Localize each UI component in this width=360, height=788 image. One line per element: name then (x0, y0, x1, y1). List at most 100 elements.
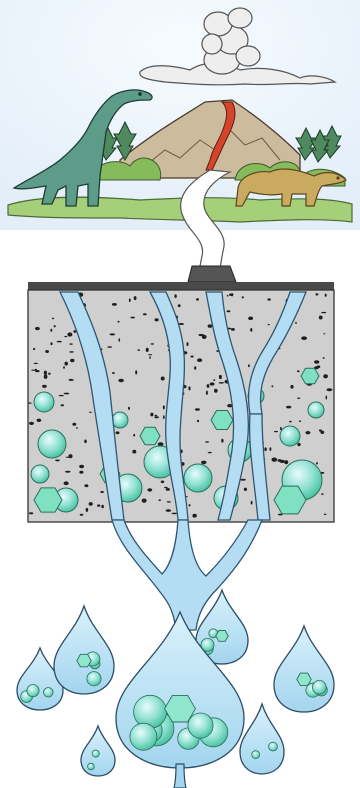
rock-speck (229, 294, 233, 296)
rock-speck (242, 296, 244, 298)
crystal-bubble (34, 392, 54, 412)
rock-speck (297, 443, 300, 447)
water-drop (240, 704, 284, 774)
rock-speck (59, 395, 64, 396)
rock-speck (65, 362, 68, 366)
rock-speck (248, 364, 250, 367)
rock-speck (69, 379, 74, 381)
rock-speck (110, 333, 115, 335)
rock-speck (164, 487, 168, 488)
rock-speck (44, 375, 48, 379)
rock-speck (117, 321, 119, 323)
rock-speck (72, 423, 76, 426)
rock-speck (321, 493, 324, 495)
rock-speck (116, 431, 120, 434)
rock-speck (143, 313, 147, 315)
rock-speck (70, 359, 74, 362)
rock-speck (89, 502, 93, 506)
rock-speck (201, 461, 207, 465)
rock-speck (268, 324, 270, 325)
rock-speck (84, 484, 88, 487)
drop-crystal (269, 742, 278, 751)
rock-speck (50, 329, 52, 332)
rock-speck (163, 415, 165, 419)
water-drop (274, 626, 334, 712)
rock-speck (172, 513, 178, 515)
rock-speck (44, 371, 47, 375)
rock-speck (314, 360, 319, 363)
crystal-bubble (38, 430, 66, 458)
rock-speck (150, 413, 153, 417)
drop-crystal (27, 685, 39, 697)
rock-speck (197, 420, 199, 422)
rock-speck (315, 293, 318, 295)
rock-speck (64, 336, 67, 337)
rock-speck (45, 350, 49, 353)
rock-speck (34, 363, 38, 364)
hex-crystal (140, 427, 160, 444)
rock-speck (101, 505, 104, 509)
rock-speck (146, 348, 149, 352)
rock-speck (161, 481, 165, 484)
rock-speck (155, 318, 159, 321)
rock-speck (52, 318, 54, 319)
rock-speck (197, 358, 202, 362)
rock-speck (35, 369, 37, 372)
rock-speck (166, 488, 170, 491)
rock-speck (35, 327, 40, 330)
rock-speck (159, 499, 161, 501)
rock-speck (97, 504, 100, 506)
drop-hex-crystal (216, 631, 228, 642)
drop-crystal (88, 763, 95, 770)
rock-speck (189, 504, 191, 506)
rock-speck (316, 462, 318, 464)
rock-speck (324, 514, 327, 515)
rock-speck (202, 335, 207, 339)
drop-hex-crystal (297, 673, 311, 686)
hex-crystal (211, 411, 233, 430)
rock-speck (112, 303, 117, 306)
rock-speck (320, 431, 324, 434)
rock-speck (147, 488, 152, 491)
rock-speck (48, 373, 51, 375)
rock-speck (244, 488, 247, 491)
drip-stem (174, 764, 186, 788)
water-funnel (112, 520, 262, 630)
rock-speck (195, 408, 200, 410)
rock-speck (64, 393, 70, 395)
rock-speck (196, 298, 199, 300)
drop-crystal (134, 695, 167, 728)
rock-speck (191, 356, 194, 358)
drop-hex-crystal (77, 654, 91, 667)
rock-speck (208, 452, 212, 453)
rock-speck (29, 422, 34, 425)
rock-speck (149, 356, 151, 359)
rock-speck (89, 412, 92, 413)
rock-speck (86, 508, 89, 512)
rock-speck (73, 330, 76, 333)
rock-speck (79, 465, 84, 468)
rock-speck (57, 341, 62, 343)
rock-speck (166, 509, 171, 512)
rock-speck (132, 450, 136, 454)
rock-speck (174, 294, 176, 298)
rock-speck (163, 405, 165, 409)
rock-speck (68, 454, 72, 458)
drop-crystal (44, 688, 54, 698)
rock-speck (240, 479, 246, 481)
rock-speck (286, 406, 291, 409)
rock-speck (134, 296, 137, 300)
rock-speck (188, 386, 190, 390)
rock-speck (280, 427, 282, 430)
drop-crystal (130, 723, 157, 750)
crystal-bubble (31, 465, 49, 483)
hex-crystal (301, 368, 319, 384)
rock-speck (138, 349, 141, 351)
rock-speck (54, 325, 56, 327)
rock-speck (187, 342, 189, 346)
drop-crystal (252, 751, 260, 759)
rock-speck (290, 385, 293, 389)
rock-speck (227, 295, 229, 297)
rock-speck (272, 458, 278, 462)
